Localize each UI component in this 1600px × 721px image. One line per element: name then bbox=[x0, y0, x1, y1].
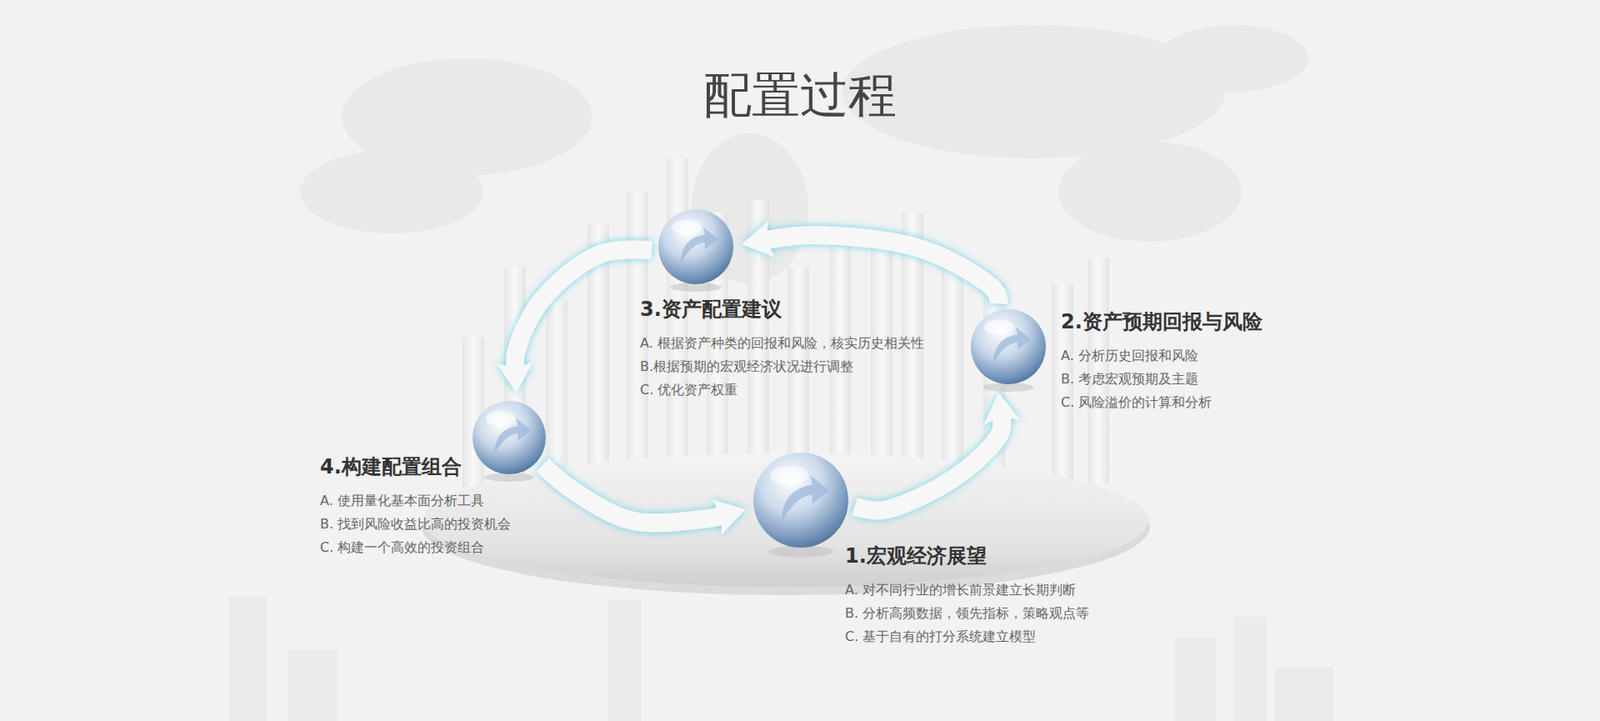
step-node: 4.构建配置组合A. 使用量化基本面分析工具B. 找到风险收益比高的投资机会C.… bbox=[472, 400, 546, 475]
step-item: B.根据预期的宏观经济状况进行调整 bbox=[640, 355, 925, 379]
step-text: 2.资产预期回报与风险 A. 分析历史回报和风险B. 考虑宏观预期及主题C. 风险… bbox=[1060, 309, 1263, 415]
column bbox=[462, 337, 485, 488]
building bbox=[229, 595, 267, 721]
column bbox=[829, 225, 851, 484]
sphere-icon bbox=[472, 400, 546, 475]
step-text: 4.构建配置组合 A. 使用量化基本面分析工具B. 找到风险收益比高的投资机会C.… bbox=[320, 454, 511, 560]
building bbox=[1275, 666, 1334, 721]
column bbox=[941, 254, 964, 484]
world-map bbox=[300, 25, 1309, 284]
building bbox=[608, 600, 642, 721]
sphere-highlight bbox=[984, 320, 1015, 335]
step-item: A. 对不同行业的增长前景建立长期判断 bbox=[845, 578, 1090, 602]
step-item: A. 根据资产种类的回报和风险，核实历史相关性 bbox=[640, 331, 925, 355]
step-heading: 1.宏观经济展望 bbox=[845, 543, 1090, 569]
step-node: 2.资产预期回报与风险A. 分析历史回报和风险B. 考虑宏观预期及主题C. 风险… bbox=[970, 309, 1046, 385]
sphere-highlight bbox=[485, 410, 515, 426]
bar-columns bbox=[462, 158, 1110, 488]
map-land bbox=[1158, 25, 1309, 92]
column bbox=[587, 225, 610, 484]
step-text: 1.宏观经济展望 A. 对不同行业的增长前景建立长期判断B. 分析高频数据，领先指… bbox=[845, 543, 1090, 649]
cycle-arrow bbox=[855, 417, 1003, 511]
step-item: A. 分析历史回报和风险 bbox=[1060, 344, 1263, 368]
sphere-highlight bbox=[770, 465, 810, 485]
column bbox=[870, 241, 893, 484]
sphere bbox=[472, 400, 546, 475]
column bbox=[787, 266, 810, 484]
step-item: C. 风险溢价的计算和分析 bbox=[1060, 390, 1263, 415]
step-item: C. 优化资产权重 bbox=[640, 378, 925, 402]
building bbox=[287, 650, 338, 721]
step-text: 3.资产配置建议 A. 根据资产种类的回报和风险，核实历史相关性B.根据预期的宏观… bbox=[640, 296, 925, 402]
disc-platform bbox=[423, 453, 1149, 587]
step-heading: 2.资产预期回报与风险 bbox=[1060, 309, 1263, 335]
step-node: 3.资产配置建议A. 根据资产种类的回报和风险，核实历史相关性B.根据预期的宏观… bbox=[658, 209, 734, 285]
step-heading: 3.资产配置建议 bbox=[640, 296, 925, 322]
diagram-title: 配置过程 bbox=[0, 65, 1600, 125]
sphere-icon bbox=[753, 452, 849, 548]
sphere bbox=[658, 209, 734, 285]
cycle-arrow bbox=[542, 465, 722, 523]
sphere-icon bbox=[970, 309, 1046, 385]
step-item: C. 构建一个高效的投资组合 bbox=[320, 535, 511, 560]
step-item: B. 找到风险收益比高的投资机会 bbox=[320, 512, 511, 536]
cycle-arrow bbox=[766, 235, 1000, 304]
step-item: B. 分析高频数据，领先指标，策略观点等 bbox=[845, 601, 1090, 625]
sphere-highlight bbox=[671, 220, 702, 235]
sphere-icon bbox=[658, 209, 734, 285]
building bbox=[1233, 616, 1267, 721]
building bbox=[1175, 637, 1217, 721]
city-skyline bbox=[229, 595, 1334, 721]
map-land bbox=[300, 150, 484, 234]
cycle-arrow bbox=[515, 250, 652, 369]
step-node: 1.宏观经济展望A. 对不同行业的增长前景建立长期判断B. 分析高频数据，领先指… bbox=[753, 452, 849, 548]
sphere bbox=[753, 452, 849, 548]
step-item: B. 考虑宏观预期及主题 bbox=[1060, 367, 1263, 391]
step-item: A. 使用量化基本面分析工具 bbox=[320, 489, 511, 513]
step-heading: 4.构建配置组合 bbox=[320, 454, 511, 480]
map-land bbox=[1058, 141, 1242, 242]
sphere bbox=[970, 309, 1046, 385]
step-item: C. 基于自有的打分系统建立模型 bbox=[845, 625, 1090, 649]
column bbox=[545, 300, 568, 484]
